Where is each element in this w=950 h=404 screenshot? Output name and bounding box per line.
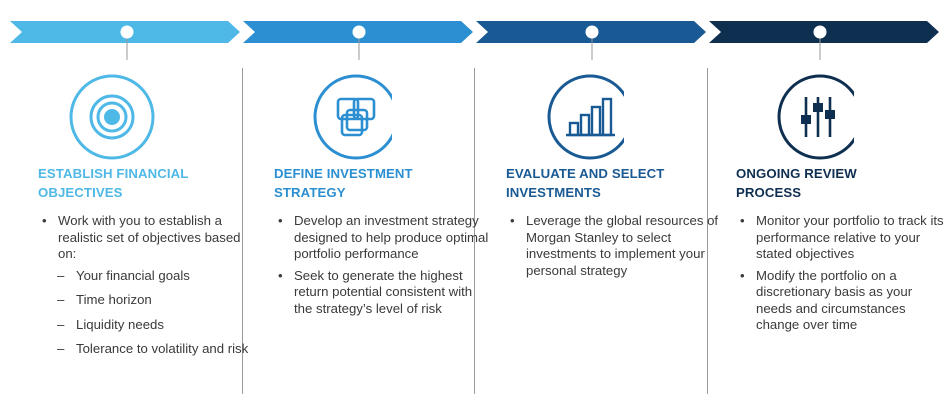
target-icon bbox=[69, 74, 155, 160]
bar-chart-icon bbox=[547, 74, 624, 160]
stage-title: ONGOING REVIEW PROCESS bbox=[736, 164, 946, 202]
title-line: EVALUATE AND SELECT bbox=[506, 166, 665, 181]
stage-bullets: Work with you to establish a realistic s… bbox=[38, 213, 253, 366]
stage-bullets: Leverage the global resources of Morgan … bbox=[506, 213, 721, 284]
stage-bullets: Monitor your portfolio to track its perf… bbox=[736, 213, 950, 339]
bullet-item: Seek to generate the highest return pote… bbox=[274, 268, 489, 318]
stage-2-dot bbox=[352, 25, 366, 39]
title-line: ONGOING REVIEW bbox=[736, 166, 857, 181]
bullet-item: Work with you to establish a realistic s… bbox=[38, 213, 253, 263]
stage-establish-objectives: ESTABLISH FINANCIAL OBJECTIVES Work with… bbox=[28, 0, 260, 404]
stage-evaluate-investments: EVALUATE AND SELECT INVESTMENTS Leverage… bbox=[496, 0, 728, 404]
bullet-item: Monitor your portfolio to track its perf… bbox=[736, 213, 950, 263]
stage-define-strategy: DEFINE INVESTMENT STRATEGY Develop an in… bbox=[264, 0, 496, 404]
stage-bullets: Develop an investment strategy designed … bbox=[274, 213, 489, 322]
title-line: OBJECTIVES bbox=[38, 185, 123, 200]
stage-1-dot bbox=[120, 25, 134, 39]
sub-bullet-item: Tolerance to volatility and risk bbox=[38, 341, 253, 358]
sub-bullet-item: Time horizon bbox=[38, 292, 253, 309]
stage-3-dot bbox=[585, 25, 599, 39]
sub-bullet-item: Your financial goals bbox=[38, 268, 253, 285]
stage-title: EVALUATE AND SELECT INVESTMENTS bbox=[506, 164, 716, 202]
title-line: DEFINE INVESTMENT bbox=[274, 166, 413, 181]
stage-ongoing-review: ONGOING REVIEW PROCESS Monitor your port… bbox=[726, 0, 950, 404]
stage-4-dot bbox=[813, 25, 827, 39]
stage-title: ESTABLISH FINANCIAL OBJECTIVES bbox=[38, 164, 248, 202]
sub-bullet-item: Liquidity needs bbox=[38, 317, 253, 334]
title-line: PROCESS bbox=[736, 185, 802, 200]
title-line: INVESTMENTS bbox=[506, 185, 601, 200]
overlapping-squares-icon bbox=[313, 74, 392, 160]
title-line: ESTABLISH FINANCIAL bbox=[38, 166, 189, 181]
process-arrow-band bbox=[10, 21, 939, 60]
bullet-item: Modify the portfolio on a discretionary … bbox=[736, 268, 950, 334]
bullet-item: Develop an investment strategy designed … bbox=[274, 213, 489, 263]
stage-title: DEFINE INVESTMENT STRATEGY bbox=[274, 164, 484, 202]
bullet-item: Leverage the global resources of Morgan … bbox=[506, 213, 721, 279]
title-line: STRATEGY bbox=[274, 185, 346, 200]
sliders-icon bbox=[777, 74, 854, 160]
